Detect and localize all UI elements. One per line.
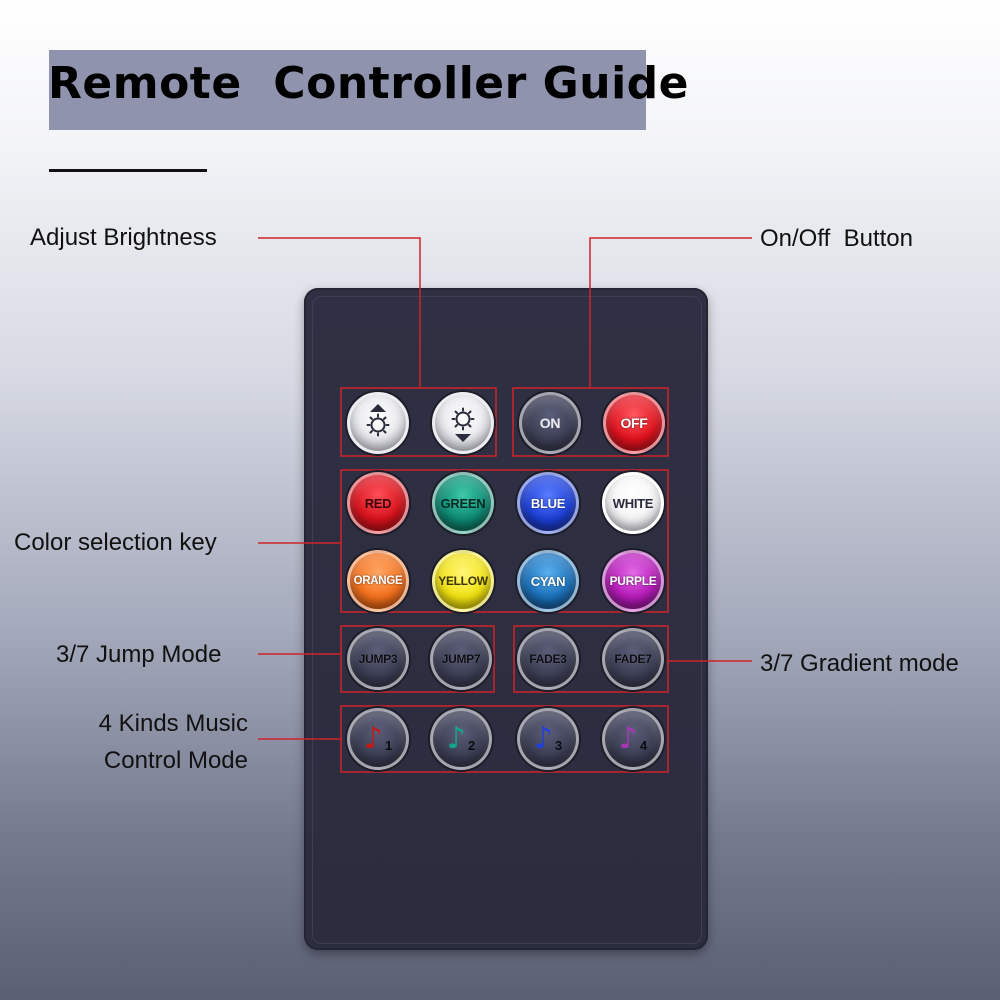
white-button-label: WHITE bbox=[612, 495, 654, 511]
remote-panel bbox=[312, 296, 702, 944]
music-note-icon: ♪ bbox=[446, 721, 466, 756]
music-note-icon: ♪ bbox=[618, 721, 638, 756]
orange-button-label: ORANGE bbox=[353, 575, 403, 587]
green-button-label: GREEN bbox=[440, 495, 486, 511]
yellow-button-label: YELLOW bbox=[438, 574, 488, 588]
label-on-off: On/Off Button bbox=[760, 225, 913, 252]
page-title: Remote Controller Guide bbox=[48, 58, 689, 109]
fade7-button[interactable]: FADE7 bbox=[602, 628, 664, 690]
label-jump-mode: 3/7 Jump Mode bbox=[56, 641, 222, 668]
purple-button-label: PURPLE bbox=[609, 574, 657, 588]
music-mode-1-number: 1 bbox=[384, 737, 393, 753]
red-button-label: RED bbox=[364, 495, 392, 511]
orange-button[interactable]: ORANGE bbox=[347, 550, 409, 612]
brightness-down-icon bbox=[451, 407, 475, 442]
brightness-up-button[interactable] bbox=[347, 392, 409, 454]
label-gradient-mode: 3/7 Gradient mode bbox=[760, 650, 959, 677]
music-mode-4-button[interactable]: ♪ 4 bbox=[602, 708, 664, 770]
red-button[interactable]: RED bbox=[347, 472, 409, 534]
music-note-icon: ♪ bbox=[533, 721, 553, 756]
music-mode-2-button[interactable]: ♪ 2 bbox=[430, 708, 492, 770]
label-music-line2: Control Mode bbox=[103, 747, 248, 774]
on-button-label: ON bbox=[539, 415, 561, 431]
music-mode-1-button[interactable]: ♪ 1 bbox=[347, 708, 409, 770]
fade7-button-label: FADE7 bbox=[614, 652, 652, 666]
green-button[interactable]: GREEN bbox=[432, 472, 494, 534]
jump3-button-label: JUMP3 bbox=[358, 652, 398, 666]
music-mode-4-number: 4 bbox=[639, 737, 648, 753]
purple-button[interactable]: PURPLE bbox=[602, 550, 664, 612]
yellow-button[interactable]: YELLOW bbox=[432, 550, 494, 612]
fade3-button-label: FADE3 bbox=[529, 652, 567, 666]
off-button[interactable]: OFF bbox=[603, 392, 665, 454]
off-button-label: OFF bbox=[620, 415, 648, 431]
music-note-icon: ♪ bbox=[363, 721, 383, 756]
jump7-button-label: JUMP7 bbox=[441, 652, 481, 666]
music-mode-3-button[interactable]: ♪ 3 bbox=[517, 708, 579, 770]
label-music-mode: 4 Kinds Music Control Mode bbox=[40, 705, 248, 779]
label-music-line1: 4 Kinds Music bbox=[98, 710, 248, 737]
blue-button[interactable]: BLUE bbox=[517, 472, 579, 534]
jump3-button[interactable]: JUMP3 bbox=[347, 628, 409, 690]
music-mode-3-number: 3 bbox=[554, 737, 563, 753]
white-button[interactable]: WHITE bbox=[602, 472, 664, 534]
music-mode-2-number: 2 bbox=[467, 737, 476, 753]
label-color-selection: Color selection key bbox=[14, 529, 217, 556]
on-button[interactable]: ON bbox=[519, 392, 581, 454]
cyan-button[interactable]: CYAN bbox=[517, 550, 579, 612]
jump7-button[interactable]: JUMP7 bbox=[430, 628, 492, 690]
brightness-down-button[interactable] bbox=[432, 392, 494, 454]
cyan-button-label: CYAN bbox=[530, 573, 566, 589]
brightness-up-icon bbox=[366, 404, 390, 437]
title-band bbox=[49, 50, 646, 130]
fade3-button[interactable]: FADE3 bbox=[517, 628, 579, 690]
label-adjust-brightness: Adjust Brightness bbox=[30, 224, 217, 251]
title-underline bbox=[49, 169, 207, 172]
blue-button-label: BLUE bbox=[530, 495, 566, 511]
